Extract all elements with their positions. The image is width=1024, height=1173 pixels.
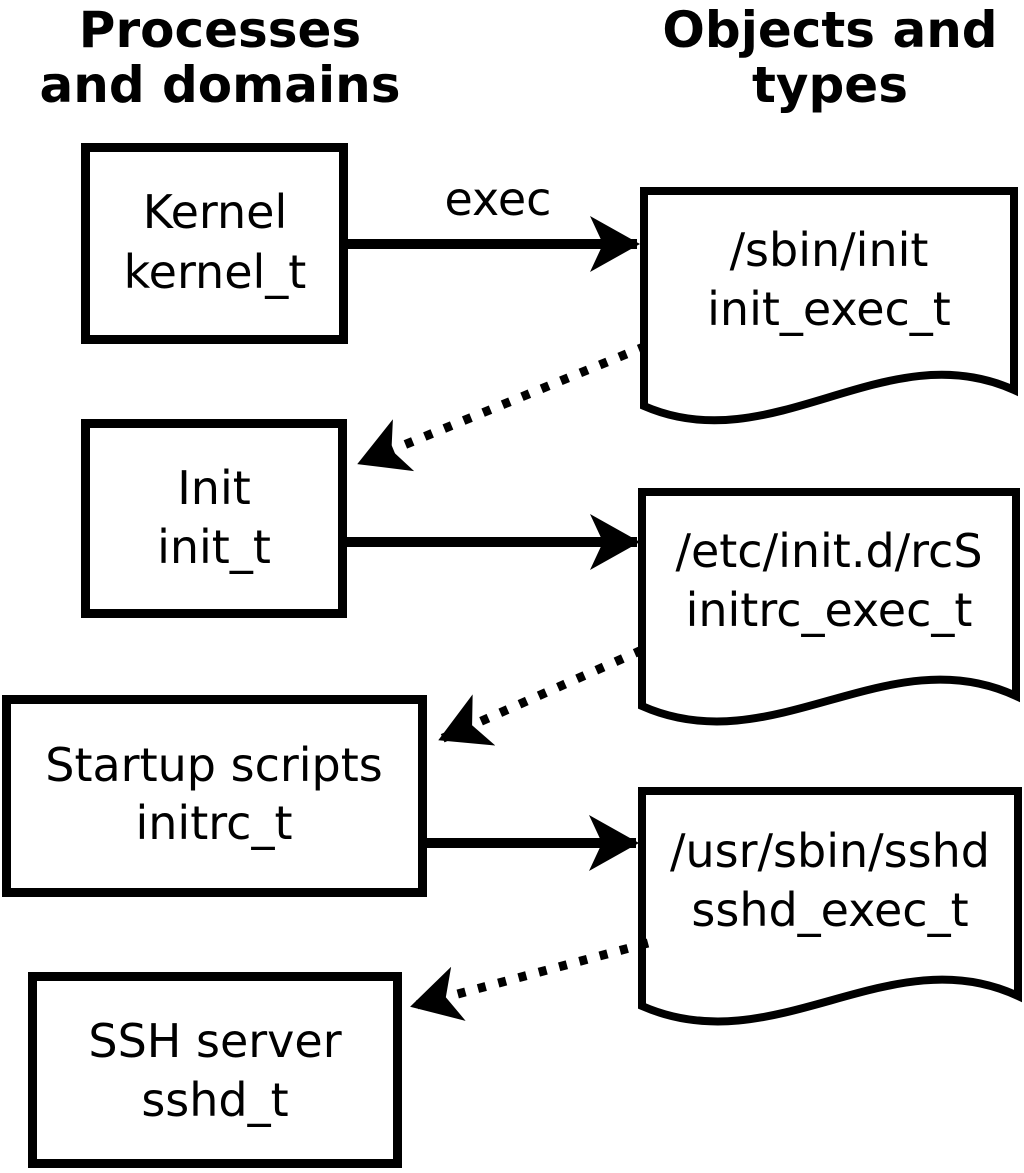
startup-scripts-box-label: Startup scripts — [45, 738, 383, 792]
etc-initd-rcs-doc-path: /etc/init.d/rcS — [675, 524, 982, 578]
kernel-box-domain: kernel_t — [124, 245, 307, 299]
startup-scripts-process-box — [2, 695, 427, 897]
init-process-box — [81, 419, 347, 618]
init-box-domain: init_t — [157, 520, 271, 574]
exec-arrow-label: exec — [445, 172, 552, 226]
ssh-server-box-domain: sshd_t — [141, 1073, 288, 1127]
sbin-init-doc-shape — [640, 187, 1018, 425]
startup-scripts-box-domain: initrc_t — [136, 796, 293, 850]
ssh-server-box-label: SSH server — [88, 1014, 341, 1068]
kernel-process-box — [81, 143, 348, 344]
etc-initd-rcs-doc-shape — [638, 488, 1020, 726]
transition-arrow-sshd-to-ssh-server — [410, 938, 650, 1021]
usr-sbin-sshd-doc-type: sshd_exec_t — [691, 883, 968, 937]
transition-arrow-rcs-to-startup-scripts — [438, 645, 644, 746]
processes-column-header-line1: Processes — [79, 1, 361, 59]
kernel-box-label: Kernel — [143, 185, 288, 239]
usr-sbin-sshd-doc-shape — [638, 787, 1022, 1026]
sbin-init-doc-type: init_exec_t — [707, 282, 951, 336]
objects-column-header-line1: Objects and — [662, 1, 997, 59]
objects-column-header-line2: types — [752, 56, 908, 114]
etc-initd-rcs-doc-type: initrc_exec_t — [686, 583, 973, 637]
usr-sbin-sshd-doc-path: /usr/sbin/sshd — [670, 824, 990, 878]
ssh-server-process-box — [28, 972, 402, 1168]
sbin-init-doc-path: /sbin/init — [730, 223, 929, 277]
init-box-label: Init — [177, 461, 251, 515]
transition-arrow-sbin-init-to-init — [357, 341, 648, 472]
processes-column-header-line2: and domains — [39, 56, 400, 114]
